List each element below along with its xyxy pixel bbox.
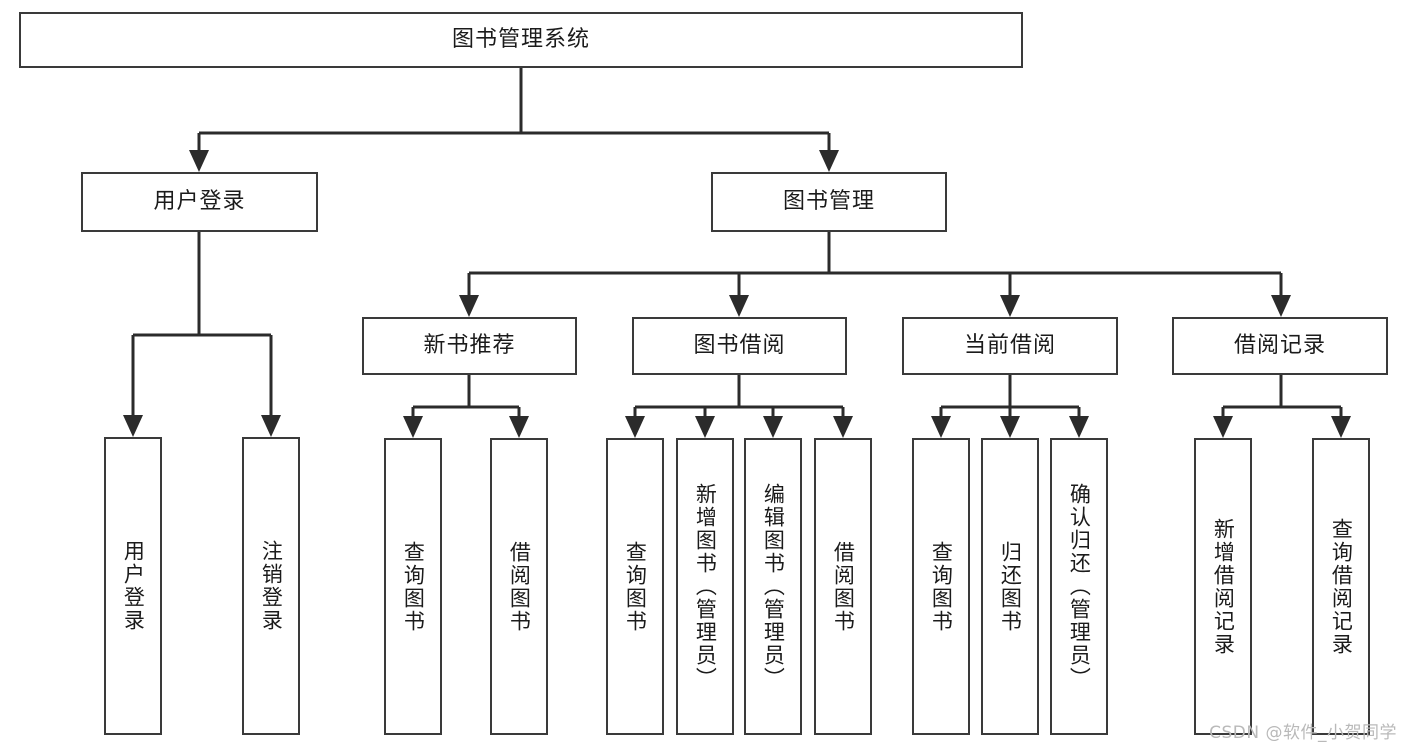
node-label: 图书借阅 (693, 332, 786, 358)
node-label: 确认归还（管理员） (1067, 483, 1092, 690)
node-book-management[interactable]: 图书管理 (711, 172, 947, 232)
leaf-current-borrow-confirm-return-admin[interactable]: 确认归还（管理员） (1050, 438, 1108, 735)
node-label: 图书管理 (782, 188, 875, 214)
arrowhead-cb-c1 (931, 416, 951, 438)
arrowhead-ul-c1 (123, 415, 143, 437)
leaf-book-borrow-edit-book-admin[interactable]: 编辑图书（管理员） (744, 438, 802, 735)
arrowhead-l3-c4 (1271, 295, 1291, 317)
node-new-book-recommend[interactable]: 新书推荐 (362, 317, 577, 375)
leaf-user-login-login[interactable]: 用户登录 (104, 437, 162, 735)
arrowhead-userlogin (189, 150, 209, 172)
node-label: 用户登录 (121, 540, 146, 632)
node-label: 查询图书 (623, 540, 648, 633)
node-book-borrow[interactable]: 图书借阅 (632, 317, 847, 375)
arrowhead-l3-c3 (1000, 295, 1020, 317)
arrowhead-bb-c4 (833, 416, 853, 438)
leaf-current-borrow-return-books[interactable]: 归还图书 (981, 438, 1039, 735)
arrowheads (123, 150, 1351, 438)
node-label: 用户登录 (153, 188, 246, 214)
leaf-user-login-logout[interactable]: 注销登录 (242, 437, 300, 735)
arrowhead-bookmgmt (819, 150, 839, 172)
arrowhead-cb-c3 (1069, 416, 1089, 438)
node-label: 查询图书 (401, 540, 426, 633)
leaf-new-book-query-books[interactable]: 查询图书 (384, 438, 442, 735)
leaf-book-borrow-query-books[interactable]: 查询图书 (606, 438, 664, 735)
node-label: 编辑图书（管理员） (761, 483, 786, 690)
leaf-book-borrow-borrow-books[interactable]: 借阅图书 (814, 438, 872, 735)
arrowhead-br-c2 (1331, 416, 1351, 438)
arrowhead-cb-c2 (1000, 416, 1020, 438)
leaf-current-borrow-query-books[interactable]: 查询图书 (912, 438, 970, 735)
node-label: 归还图书 (998, 540, 1023, 633)
arrowhead-nb-c1 (403, 416, 423, 438)
arrowhead-bb-c2 (695, 416, 715, 438)
leaf-borrow-record-query-record[interactable]: 查询借阅记录 (1312, 438, 1370, 735)
node-label: 新增图书（管理员） (693, 483, 718, 690)
node-label: 图书管理系统 (451, 26, 590, 52)
node-label: 新书推荐 (423, 332, 516, 358)
node-label: 新增借阅记录 (1211, 517, 1236, 656)
arrowhead-ul-c2 (261, 415, 281, 437)
arrowhead-l3-c1 (459, 295, 479, 317)
node-root-book-management-system[interactable]: 图书管理系统 (19, 12, 1023, 68)
node-user-login[interactable]: 用户登录 (81, 172, 318, 232)
node-label: 借阅记录 (1233, 332, 1326, 358)
node-borrow-record[interactable]: 借阅记录 (1172, 317, 1388, 375)
node-label: 借阅图书 (831, 540, 856, 633)
watermark-text: CSDN @软件_小贺同学 (1209, 723, 1397, 743)
node-label: 查询借阅记录 (1329, 517, 1354, 656)
arrowhead-nb-c2 (509, 416, 529, 438)
leaf-new-book-borrow-books[interactable]: 借阅图书 (490, 438, 548, 735)
leaf-borrow-record-add-record[interactable]: 新增借阅记录 (1194, 438, 1252, 735)
node-current-borrow[interactable]: 当前借阅 (902, 317, 1118, 375)
node-label: 注销登录 (259, 540, 284, 632)
node-label: 当前借阅 (963, 332, 1056, 358)
arrowhead-br-c1 (1213, 416, 1233, 438)
arrowhead-bb-c1 (625, 416, 645, 438)
arrowhead-bb-c3 (763, 416, 783, 438)
node-label: 查询图书 (929, 540, 954, 633)
leaf-book-borrow-add-book-admin[interactable]: 新增图书（管理员） (676, 438, 734, 735)
arrowhead-l3-c2 (729, 295, 749, 317)
node-label: 借阅图书 (507, 540, 532, 633)
